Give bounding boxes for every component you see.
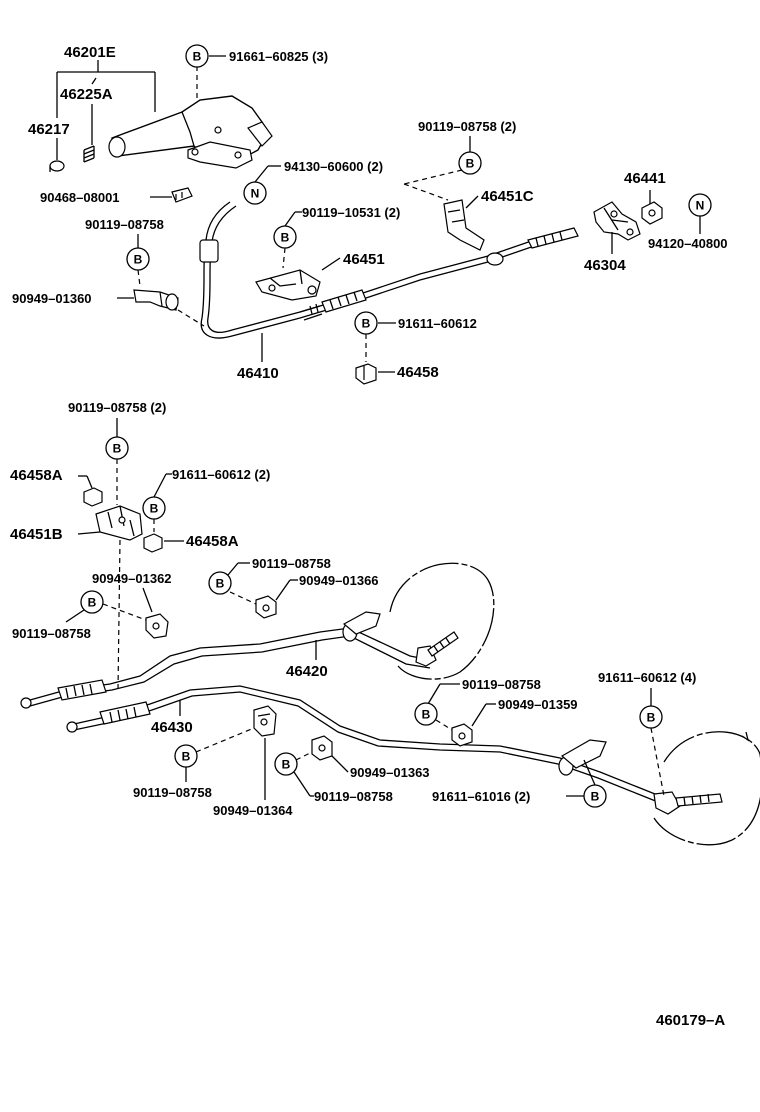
brake-drum-outline-lower	[653, 731, 760, 846]
clamp-46458A-lower-part	[143, 533, 163, 553]
label-90119-08758-d: 90119–08758	[252, 556, 331, 571]
label-46458A-upper: 46458A	[10, 467, 63, 484]
label-90119-08758-b: 90119–08758 (2)	[418, 119, 516, 134]
rear-cable-46420-part	[20, 611, 459, 709]
label-46217: 46217	[28, 121, 70, 138]
spring-46225A-part	[83, 145, 95, 163]
label-46441: 46441	[624, 170, 666, 187]
clamp-46458A-upper-part	[83, 487, 103, 507]
label-46451C: 46451C	[481, 188, 534, 205]
bolt-b-circle-90119-f	[414, 702, 438, 726]
label-90119-08758-e: 90119–08758	[12, 626, 91, 641]
label-91611-61016: 91611–61016 (2)	[432, 789, 530, 804]
label-90119-08758-g: 90119–08758	[133, 785, 212, 800]
label-91611-60612-4: 91611–60612 (4)	[598, 670, 696, 685]
label-46304: 46304	[584, 257, 626, 274]
label-90119-08758-h: 90119–08758	[314, 789, 393, 804]
lever-group-bracket	[56, 60, 156, 160]
label-90119-10531: 90119–10531 (2)	[302, 205, 400, 220]
svg-text:B: B	[362, 317, 371, 331]
label-46225A: 46225A	[60, 86, 113, 103]
label-94120-40800: 94120–40800	[648, 236, 728, 251]
label-90949-01360: 90949–01360	[12, 291, 92, 306]
label-90949-01363: 90949–01363	[350, 765, 430, 780]
label-46451B: 46451B	[10, 526, 63, 543]
svg-text:B: B	[422, 708, 431, 722]
label-91611-60612: 91611–60612	[398, 316, 477, 331]
svg-text:B: B	[216, 577, 225, 591]
bracket-46451C-part	[443, 199, 485, 251]
label-46458A-lower: 46458A	[186, 533, 239, 550]
label-46410: 46410	[237, 365, 279, 382]
clip-90468-part	[171, 187, 193, 203]
label-90119-08758-c: 90119–08758 (2)	[68, 400, 166, 415]
bolt-b-circle-90119-d	[208, 571, 232, 595]
bracket-46451B-part	[95, 505, 143, 541]
nut-n-circle-94130	[243, 181, 267, 205]
diagram-id: 460179–A	[656, 1012, 725, 1029]
label-90949-01364: 90949–01364	[213, 803, 293, 818]
svg-text:N: N	[696, 199, 705, 213]
svg-text:B: B	[591, 790, 600, 804]
svg-text:B: B	[88, 596, 97, 610]
label-46458: 46458	[397, 364, 439, 381]
cap-46217-part	[49, 160, 65, 172]
label-90468-08001: 90468–08001	[40, 190, 120, 205]
bolt-b-circle-90119-e	[80, 590, 104, 614]
b-letter: B	[193, 50, 202, 64]
svg-text:B: B	[282, 758, 291, 772]
svg-text:B: B	[113, 442, 122, 456]
label-46201E: 46201E	[64, 44, 116, 61]
svg-text:B: B	[466, 157, 475, 171]
label-91661-60825: 91661–60825 (3)	[229, 49, 328, 64]
front-cable-46410-part	[199, 201, 579, 339]
bracket-46451-part	[255, 269, 321, 301]
label-90119-08758-f: 90119–08758	[462, 677, 541, 692]
svg-text:B: B	[182, 750, 191, 764]
label-46420: 46420	[286, 663, 328, 680]
bolt-b-circle-90119-b	[458, 151, 482, 175]
clamp-46458-part	[355, 363, 377, 385]
label-94130-60600: 94130–60600 (2)	[284, 159, 383, 174]
bolt-b-circle-91661	[185, 44, 209, 68]
svg-text:B: B	[281, 231, 290, 245]
svg-text:B: B	[134, 253, 143, 267]
n-letter: N	[251, 187, 260, 201]
equalizer-46304-part	[593, 201, 641, 241]
brake-drum-outline-upper	[389, 562, 495, 680]
label-46451: 46451	[343, 251, 385, 268]
bolt-b-circle-90119-h	[274, 752, 298, 776]
parking-brake-lever-part	[108, 95, 273, 169]
svg-text:B: B	[647, 711, 656, 725]
label-90949-01366: 90949–01366	[299, 573, 379, 588]
label-90949-01362: 90949–01362	[92, 571, 172, 586]
label-90119-08758-a: 90119–08758	[85, 217, 164, 232]
svg-text:B: B	[150, 502, 159, 516]
label-91611-60612-2: 91611–60612 (2)	[172, 467, 270, 482]
label-90949-01359: 90949–01359	[498, 697, 578, 712]
label-46430: 46430	[151, 719, 193, 736]
